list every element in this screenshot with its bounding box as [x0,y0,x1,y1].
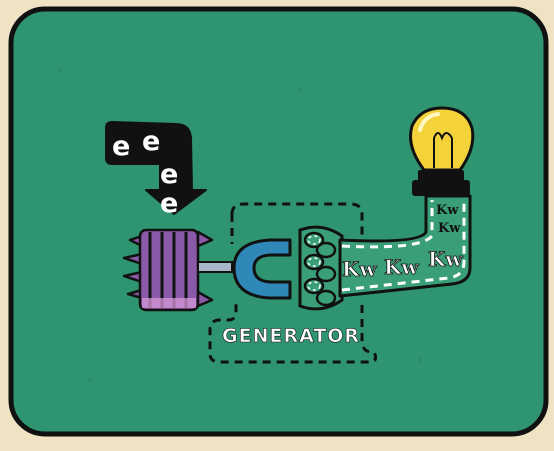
kilowatt-label: Kw [438,221,461,236]
green-panel [8,6,549,437]
electron-label: e [112,131,130,162]
magnet-icon [232,238,292,300]
wire-icon: Kw Kw Kw Kw Kw [338,194,472,298]
kilowatt-label: Kw [384,255,419,279]
electron-arrow-icon: e e e e [105,121,207,219]
generator-label: GENERATOR [222,325,360,347]
panel-texture [58,68,502,402]
generator-outline [208,202,378,364]
coil-icon [298,225,344,311]
electron-label: e [142,126,160,157]
electron-label: e [160,159,178,190]
kilowatt-label: Kw [436,203,459,218]
light-bulb-icon [409,106,475,196]
turbine-icon [122,228,233,312]
electron-label: e [160,188,178,219]
kilowatt-label: Kw [342,257,377,281]
shaft [197,261,233,273]
kilowatt-label: Kw [428,247,463,271]
